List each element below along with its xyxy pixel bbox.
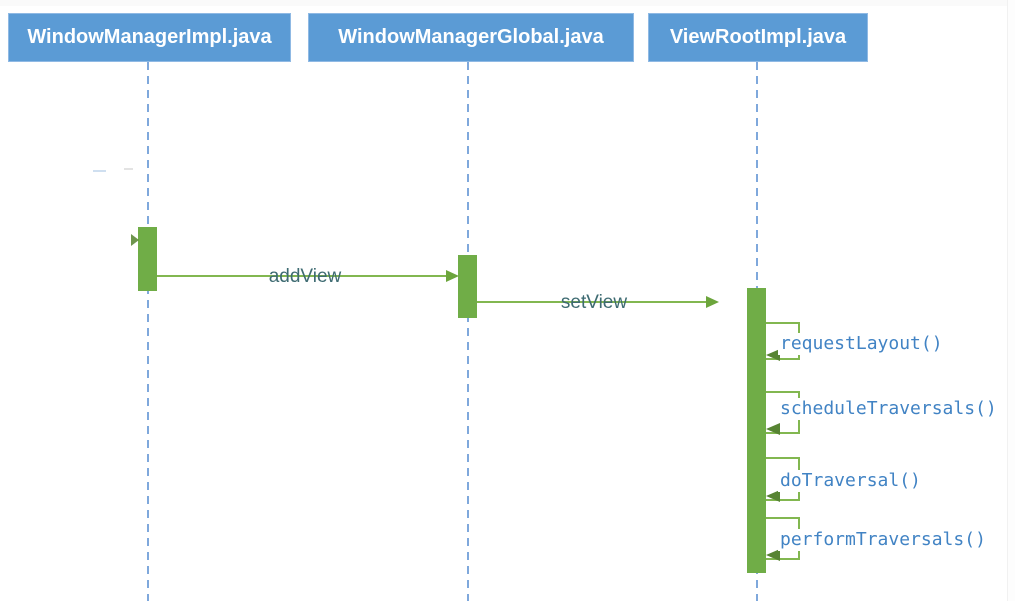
activation-bar-windowmanagerimpl — [138, 227, 157, 291]
message-label-addview: addView — [268, 266, 342, 287]
faint-artifact-mark — [124, 168, 133, 170]
participant-viewrootimpl: ViewRootImpl.java — [648, 13, 868, 62]
activation-bar-windowmanagerglobal — [458, 255, 477, 318]
faint-artifact-mark — [93, 170, 106, 172]
lifeline-windowmanagerglobal — [467, 62, 469, 601]
arrowhead-icon — [766, 490, 780, 502]
participant-windowmanagerglobal: WindowManagerGlobal.java — [308, 13, 634, 62]
page-top-edge — [0, 0, 1015, 6]
arrowhead-icon — [706, 296, 719, 308]
page-right-edge — [1007, 0, 1015, 601]
self-call-label-performtraversals: performTraversals() — [778, 529, 988, 551]
activation-bar-viewrootimpl — [747, 288, 766, 573]
arrowhead-icon — [766, 349, 780, 361]
self-call-label-scheduletraversals: scheduleTraversals() — [778, 398, 999, 420]
self-call-label-dotraversal: doTraversal() — [778, 470, 923, 492]
arrowhead-icon — [766, 549, 780, 561]
message-line-setview — [477, 301, 706, 303]
activation-notch-mark — [131, 234, 139, 246]
message-line-addview — [157, 275, 446, 277]
arrowhead-icon — [446, 270, 459, 282]
message-label-setview: setView — [560, 292, 628, 313]
lifeline-windowmanagerimpl — [147, 62, 149, 601]
participant-windowmanagerimpl: WindowManagerImpl.java — [8, 13, 291, 62]
arrowhead-icon — [766, 423, 780, 435]
self-call-label-requestlayout: requestLayout() — [778, 333, 945, 355]
